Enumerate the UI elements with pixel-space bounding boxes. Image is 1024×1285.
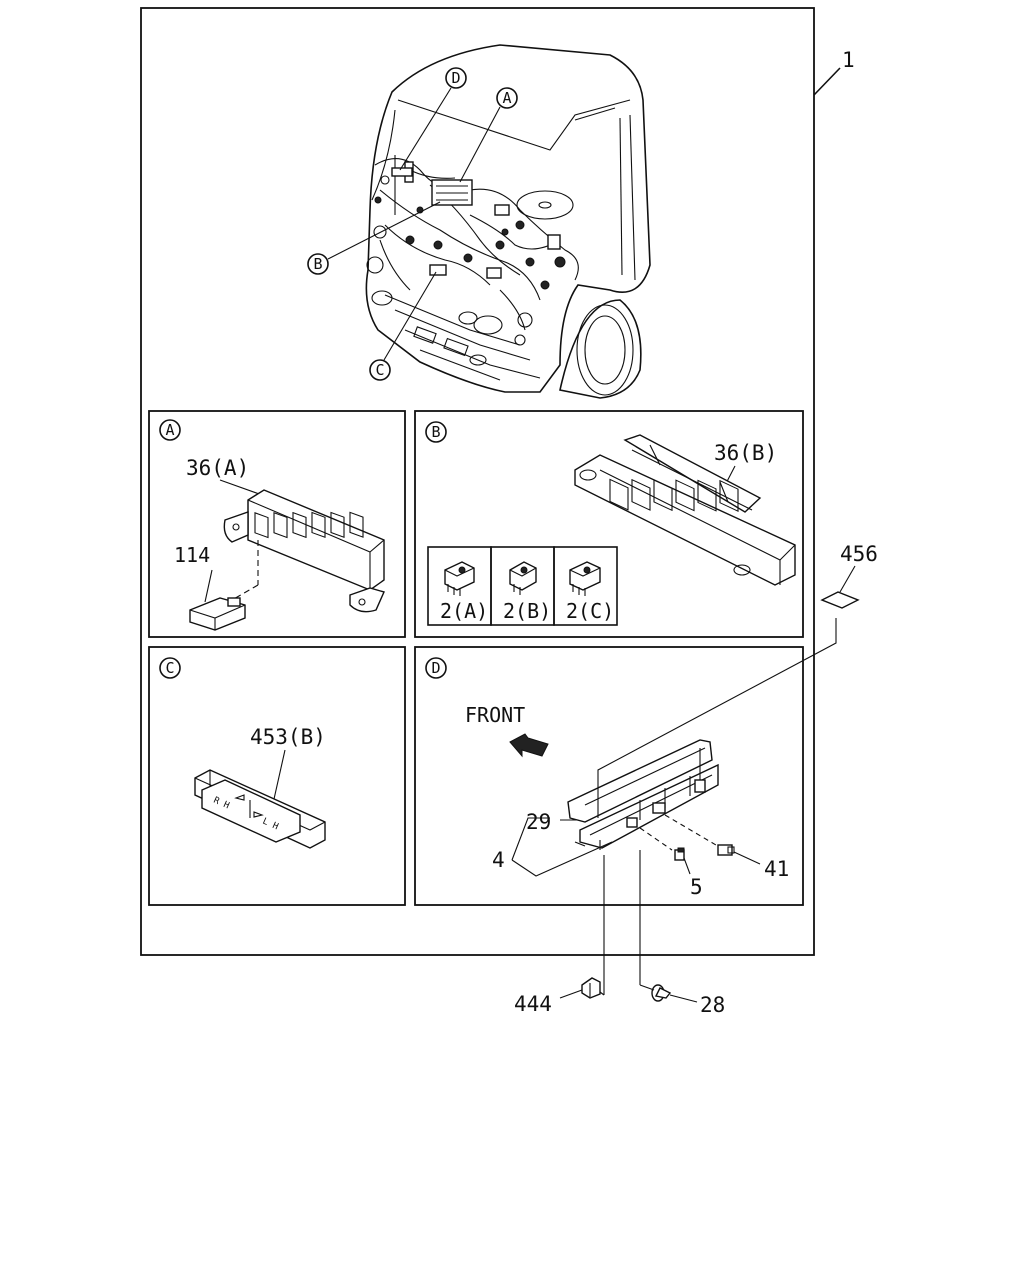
label-36a: 36(A) <box>186 456 249 480</box>
panel-d-letter: D <box>425 657 447 679</box>
panel-a <box>148 410 406 638</box>
label-114: 114 <box>174 543 210 567</box>
panel-b <box>414 410 804 638</box>
label-2b: 2(B) <box>503 599 551 623</box>
clip-5 <box>674 847 685 861</box>
leader-114 <box>204 569 213 603</box>
svg-text:C: C <box>165 659 174 677</box>
panel-b-letter: B <box>425 421 447 443</box>
svg-text:D: D <box>451 69 460 87</box>
callout-c: C <box>369 271 437 381</box>
relay-box-36a <box>223 489 385 613</box>
callout-d: D <box>399 67 467 171</box>
relay-2b-icon <box>509 561 537 595</box>
front-label: FRONT <box>465 703 525 727</box>
label-29: 29 <box>526 810 551 834</box>
clip-444 <box>581 977 601 999</box>
leader-456-to-bracket <box>597 618 837 818</box>
leader-4-down <box>511 841 613 877</box>
relay-2c-icon <box>569 561 601 596</box>
variant-box-2c <box>553 546 618 626</box>
clip-41 <box>717 844 735 856</box>
main-frame <box>140 7 815 956</box>
label-2c: 2(C) <box>566 599 614 623</box>
label-tag-453b: R H L H <box>194 769 326 849</box>
svg-text:C: C <box>375 361 384 379</box>
svg-text:A: A <box>165 421 174 439</box>
callout-b: B <box>307 201 441 275</box>
panel-a-letter: A <box>159 419 181 441</box>
label-1: 1 <box>842 48 855 72</box>
relay-box-36b <box>574 434 796 586</box>
svg-text:B: B <box>431 423 440 441</box>
label-41: 41 <box>764 857 789 881</box>
label-2a: 2(A) <box>440 599 488 623</box>
svg-text:D: D <box>431 659 440 677</box>
leader-4-up <box>511 817 550 861</box>
svg-text:B: B <box>313 255 322 273</box>
label-444: 444 <box>514 992 552 1016</box>
leader-456 <box>839 565 856 593</box>
label-36b: 36(B) <box>714 441 777 465</box>
label-4: 4 <box>492 848 505 872</box>
bolt-28 <box>651 984 672 1002</box>
label-5: 5 <box>690 875 703 899</box>
svg-text:A: A <box>502 89 511 107</box>
relay-2a-icon <box>444 561 475 596</box>
front-arrow-icon <box>509 733 549 758</box>
relay-114 <box>189 597 246 631</box>
leader-41 <box>733 851 761 865</box>
leader-36a <box>219 479 263 496</box>
panel-d <box>414 646 804 906</box>
callout-a: A <box>459 87 518 183</box>
panel-c <box>148 646 406 906</box>
leader-28 <box>669 994 698 1003</box>
leader-5 <box>683 857 691 875</box>
label-453b: 453(B) <box>250 725 326 749</box>
bracket-29 <box>567 739 719 850</box>
leader-1 <box>813 67 841 96</box>
label-456: 456 <box>840 542 878 566</box>
label-28: 28 <box>700 993 725 1017</box>
truck-cab-illustration <box>365 44 651 399</box>
panel-c-letter: C <box>159 657 181 679</box>
leader-444 <box>559 989 583 999</box>
pad-456 <box>820 591 860 609</box>
